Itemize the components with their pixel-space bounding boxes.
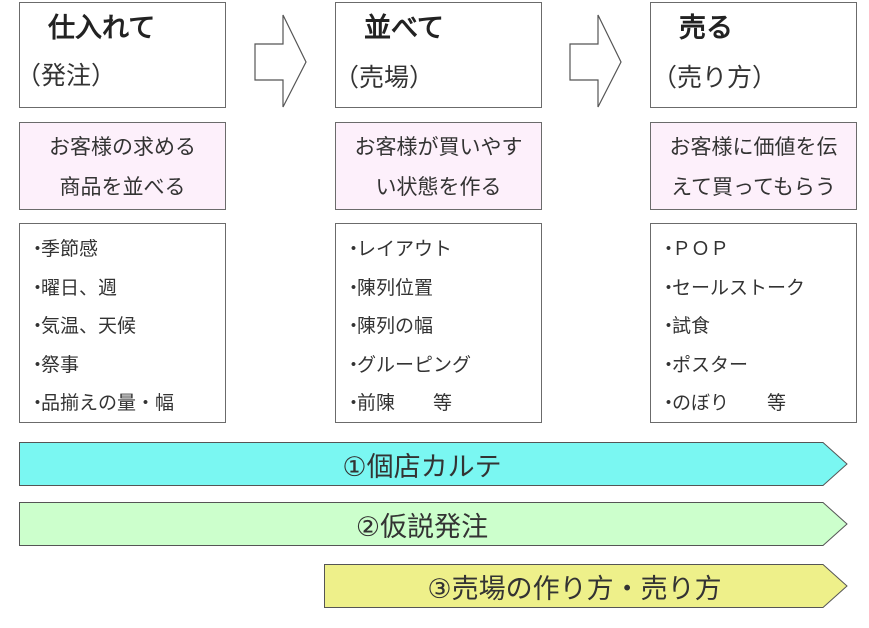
bullet: ・: [344, 353, 364, 376]
bullet: ・: [659, 315, 679, 337]
column-1-subtitle: （発注）: [16, 61, 117, 90]
bar-hypothesis-ordering: ②仮説発注: [19, 502, 849, 546]
list-item: ・セールストーク: [659, 269, 856, 308]
list-item: ・試食: [659, 307, 856, 346]
bullet: ・: [344, 238, 364, 260]
flow-arrow-right-icon: [254, 14, 307, 108]
column-2-subtitle: （売場）: [334, 63, 435, 92]
bar-arrow-shape: [19, 502, 848, 546]
column-3-list-box: ・ＰＯＰ ・セールストーク ・試食 ・ポスター ・のぼり 等: [650, 223, 857, 423]
list-item: ・祭事: [28, 346, 225, 385]
bullet: ・: [344, 276, 364, 299]
column-1-goal-line-1: お客様の求める: [49, 135, 196, 159]
flow-arrow-right-icon: [569, 14, 622, 108]
bullet: ・: [28, 238, 48, 260]
column-3-goal-line-2: えて買ってもらう: [671, 175, 836, 199]
column-3-list: ・ＰＯＰ ・セールストーク ・試食 ・ポスター ・のぼり 等: [651, 224, 856, 423]
list-item: ・品揃えの量・幅: [28, 384, 225, 423]
column-2-goal-box: お客様が買いやす い状態を作る: [335, 122, 542, 210]
bar-sales-floor-methods-label: ③売場の作り方・売り方: [427, 573, 722, 605]
column-1-list: ・季節感 ・曜日、週 ・気温、天候 ・祭事 ・品揃えの量・幅: [20, 224, 225, 423]
bullet: ・: [659, 353, 679, 376]
bullet: ・: [28, 276, 48, 299]
column-1-title: 仕入れて: [48, 13, 156, 44]
bar-store-chart-label: ①個店カルテ: [342, 451, 502, 483]
column-3-title: 売る: [679, 13, 733, 44]
bar-store-chart: ①個店カルテ: [19, 442, 849, 486]
column-2-goal-line-2: い状態を作る: [375, 175, 502, 199]
list-item: ・レイアウト: [344, 230, 541, 269]
bullet: ・: [344, 315, 364, 337]
list-item: ・前陳 等: [344, 384, 541, 423]
list-item: ・のぼり 等: [659, 384, 856, 423]
column-3-goal-line-1: お客様に価値を伝: [669, 135, 838, 159]
bullet: ・: [659, 276, 679, 299]
column-3-goal-box: お客様に価値を伝 えて買ってもらう: [650, 122, 857, 210]
bar-arrow-shape: [324, 564, 848, 608]
column-2-title-box: 並べて （売場）: [334, 2, 542, 108]
column-3-subtitle: （売り方）: [652, 63, 778, 92]
list-item: ・ポスター: [659, 346, 856, 385]
bullet: ・: [659, 392, 679, 414]
column-2-list: ・レイアウト ・陳列位置 ・陳列の幅 ・グルーピング ・前陳 等: [336, 224, 541, 423]
column-2-goal-line-1: お客様が買いやす: [354, 135, 523, 159]
bar-arrow-shape: [19, 442, 848, 486]
column-2-list-box: ・レイアウト ・陳列位置 ・陳列の幅 ・グルーピング ・前陳 等: [335, 223, 542, 423]
column-1-list-box: ・季節感 ・曜日、週 ・気温、天候 ・祭事 ・品揃えの量・幅: [19, 223, 226, 423]
bar-sales-floor-methods: ③売場の作り方・売り方: [324, 564, 849, 608]
list-item: ・陳列の幅: [344, 307, 541, 346]
list-item: ・気温、天候: [28, 307, 225, 346]
list-item: ・季節感: [28, 230, 225, 269]
bullet: ・: [28, 392, 48, 414]
list-item: ・ＰＯＰ: [659, 230, 856, 269]
list-item: ・グルーピング: [344, 346, 541, 385]
bullet: ・: [344, 392, 364, 414]
bar-hypothesis-ordering-label: ②仮説発注: [355, 511, 489, 543]
bullet: ・: [28, 353, 48, 376]
column-3-title-box: 売る （売り方）: [650, 2, 857, 108]
bullet: ・: [659, 238, 679, 260]
column-1-goal-box: お客様の求める 商品を並べる: [19, 122, 226, 210]
column-1-goal-line-2: 商品を並べる: [59, 175, 186, 199]
column-1-title-box: 仕入れて （発注）: [16, 2, 226, 108]
column-2-title: 並べて: [364, 13, 444, 44]
list-item: ・陳列位置: [344, 269, 541, 308]
bullet: ・: [28, 315, 48, 337]
list-item: ・曜日、週: [28, 269, 225, 308]
